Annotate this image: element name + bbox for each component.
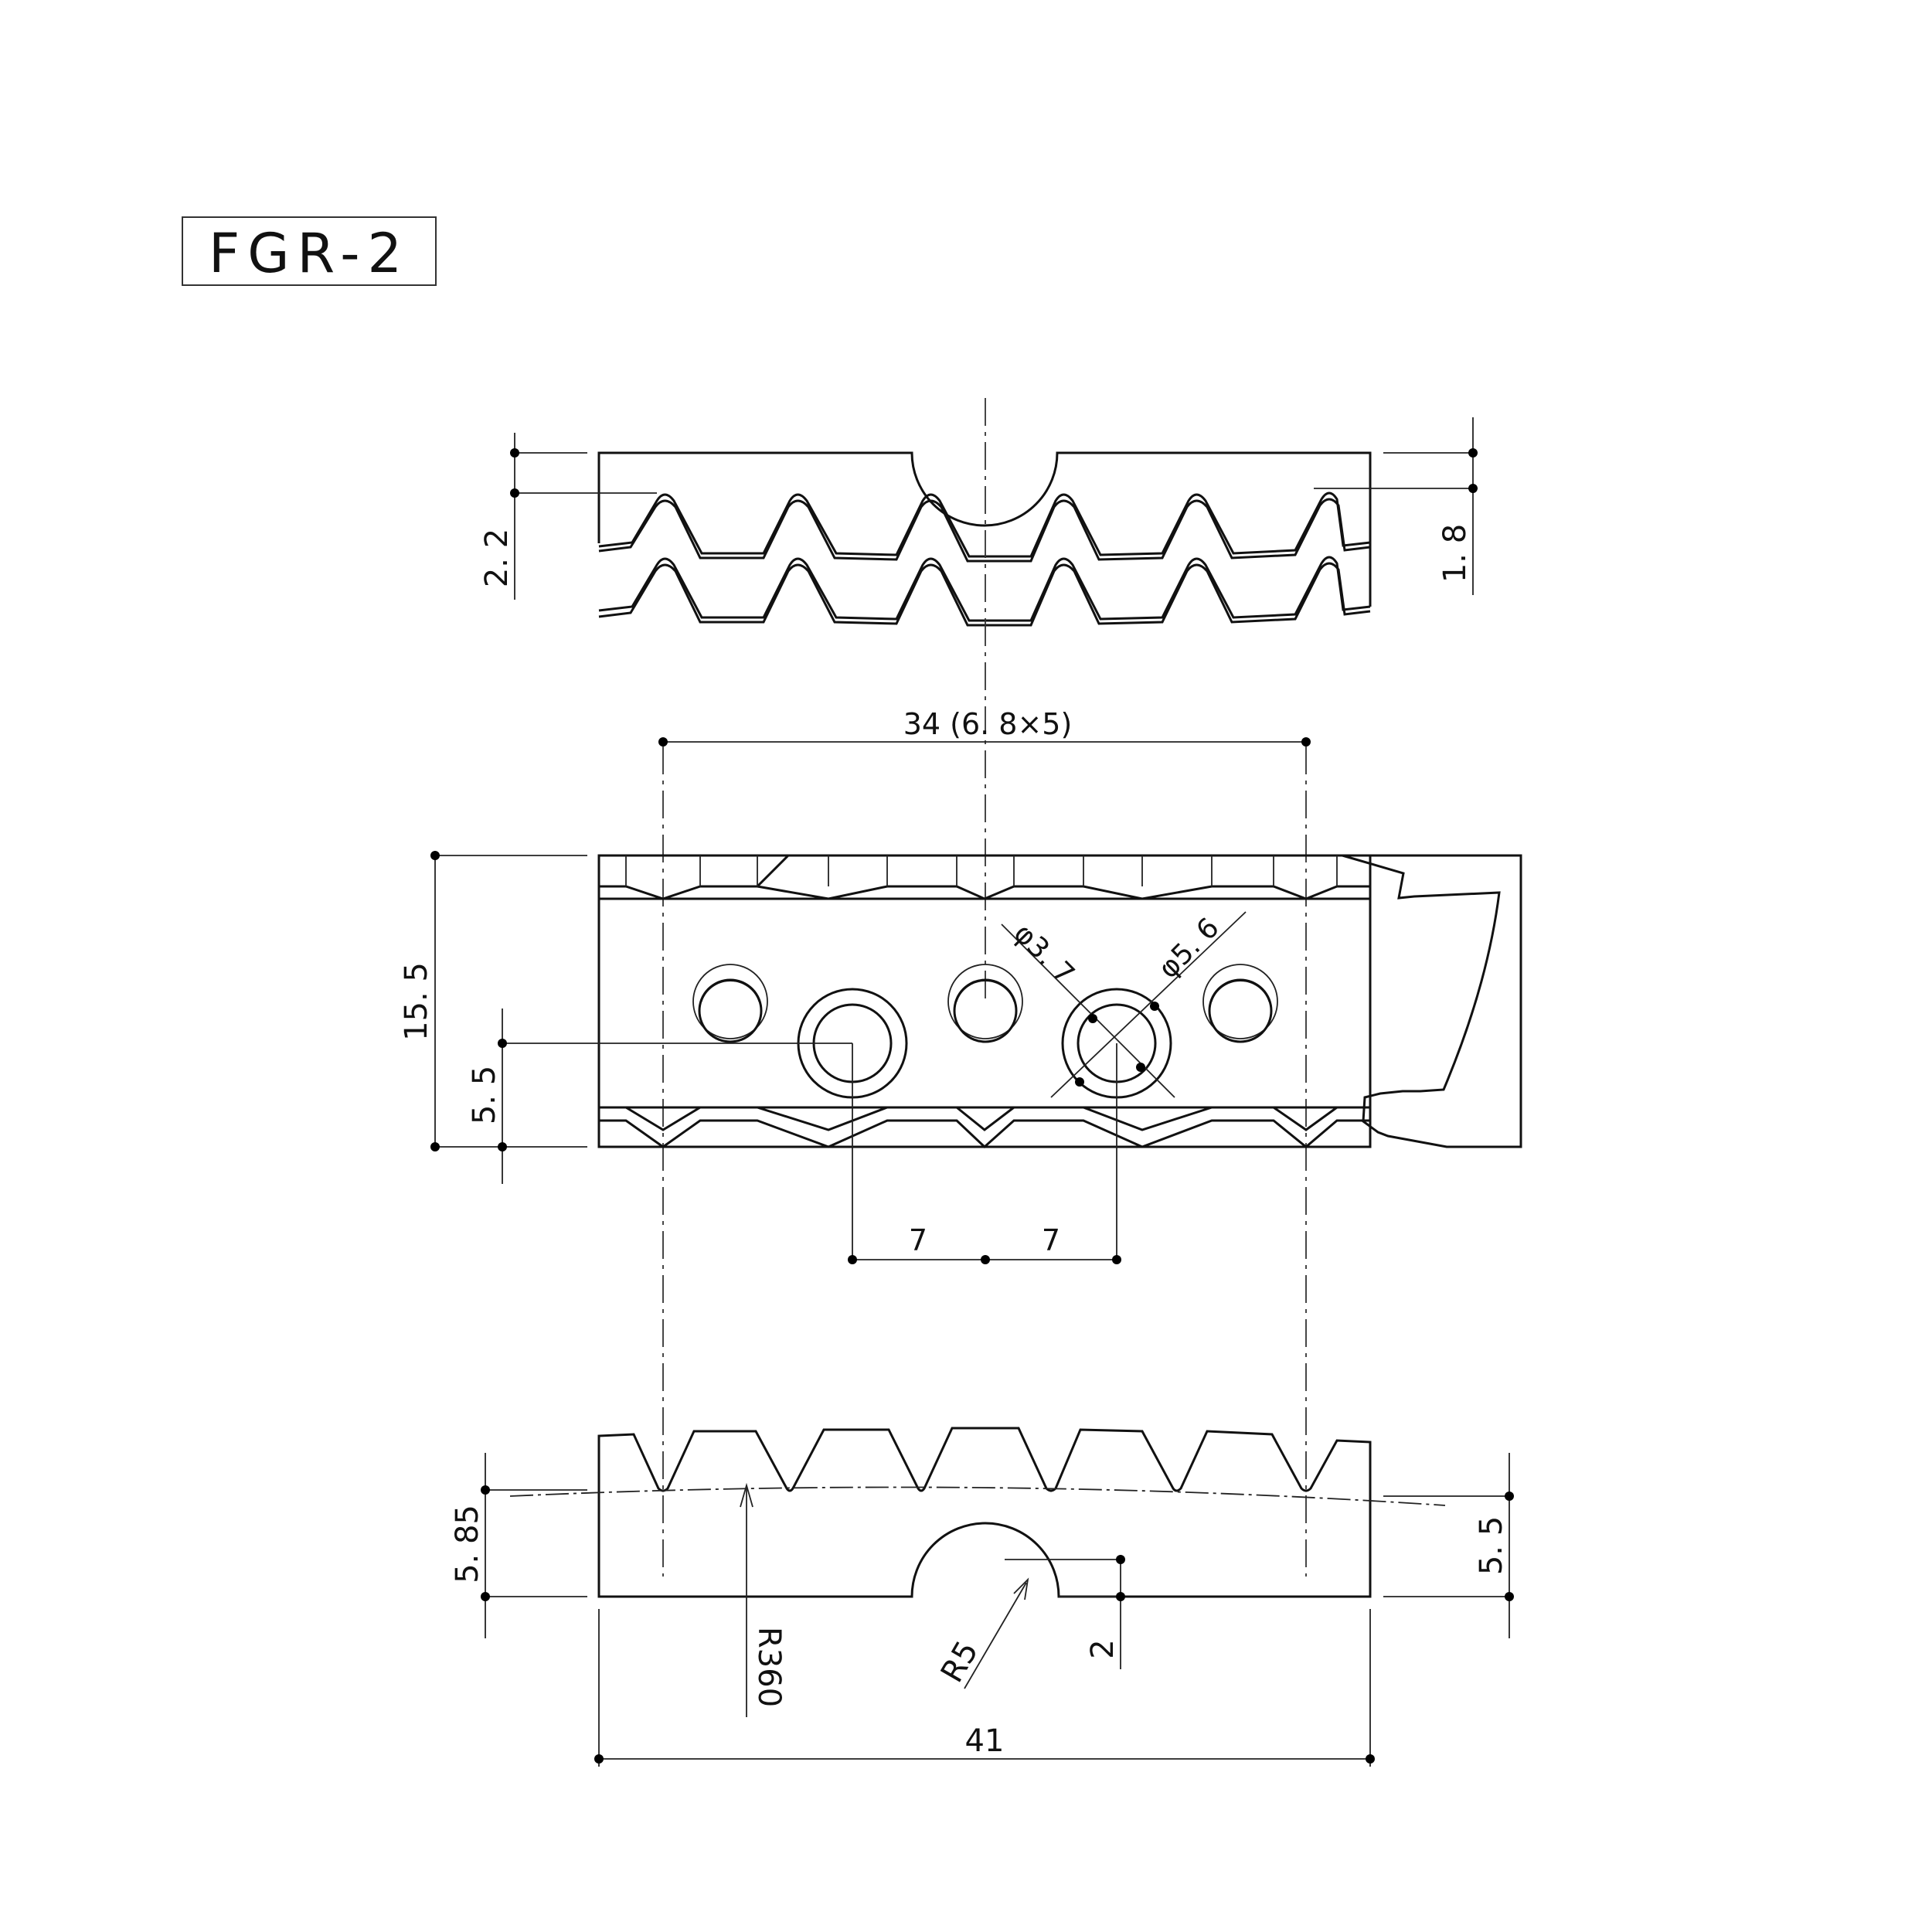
- top-right-dimension: 1. 8: [1437, 524, 1473, 583]
- part-number: FGR-2: [209, 222, 410, 285]
- overall-length: 41: [965, 1723, 1005, 1759]
- pitch-dimension: 34 (6. 8×5): [903, 707, 1073, 741]
- large-hole-diameter: φ5. 6: [1152, 912, 1225, 985]
- left-spacing: 7: [909, 1223, 927, 1257]
- part-label: FGR-2: [182, 216, 437, 286]
- front-view: 34 (6. 8×5) φ3. 7: [399, 707, 1372, 1577]
- right-height-dimension: 5. 5: [1474, 1516, 1509, 1575]
- right-spacing: 7: [1042, 1223, 1060, 1257]
- height-dimension: 15. 5: [399, 962, 434, 1041]
- left-height-dimension: 5. 85: [450, 1505, 485, 1583]
- top-view: 2. 2 1. 8: [479, 398, 1478, 1005]
- bottom-view: R360 R5 2 5. 85 5. 5 41: [450, 1427, 1514, 1767]
- notch-depth: 2: [1085, 1639, 1121, 1658]
- top-left-dimension: 2. 2: [479, 529, 515, 587]
- hole-height-dimension: 5. 5: [467, 1066, 502, 1124]
- curvature-radius: R360: [751, 1627, 787, 1707]
- side-view: [1342, 854, 1522, 1148]
- notch-radius: R5: [934, 1635, 985, 1689]
- small-hole-diameter: φ3. 7: [1008, 917, 1080, 990]
